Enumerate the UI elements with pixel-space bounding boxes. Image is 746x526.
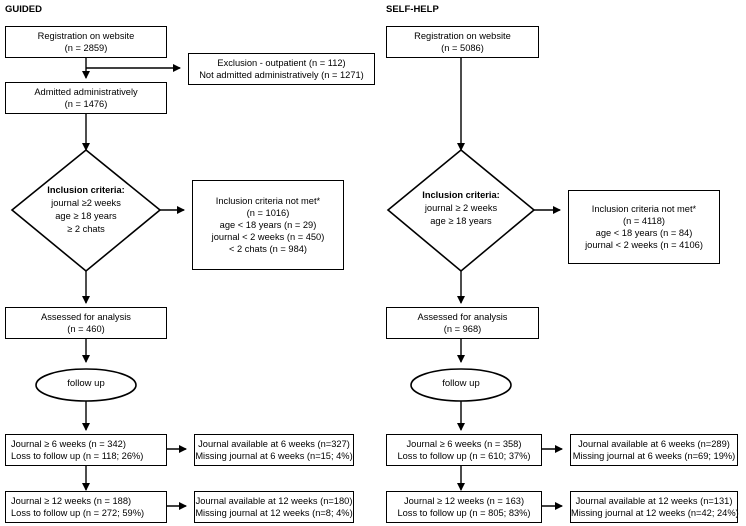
guided-inclusion-title: Inclusion criteria: (47, 185, 125, 195)
guided-assessed-count: (n = 460) (67, 324, 105, 334)
selfhelp-six-weeks-box: Journal ≥ 6 weeks (n = 358) Loss to foll… (386, 434, 542, 466)
guided-six-weeks-missing: Missing journal at 6 weeks (n=15; 4%) (195, 451, 353, 461)
selfhelp-twelve-weeks-available: Journal available at 12 weeks (n=131) (575, 496, 733, 506)
guided-six-weeks-box: Journal ≥ 6 weeks (n = 342) Loss to foll… (5, 434, 167, 466)
selfhelp-inclusion-journal: journal ≥ 2 weeks (424, 203, 498, 213)
selfhelp-inclusion-age: age ≥ 18 years (430, 216, 492, 226)
selfhelp-not-met-count: (n = 4118) (623, 216, 665, 226)
guided-exclusion-outpatient: Exclusion - outpatient (n = 112) (217, 58, 346, 68)
guided-six-weeks-loss: Loss to follow up (n = 118; 26%) (11, 451, 144, 461)
guided-admitted-label: Admitted administratively (34, 87, 138, 97)
guided-header: GUIDED (5, 4, 42, 15)
selfhelp-not-met-age: age < 18 years (n = 84) (595, 228, 693, 238)
guided-inclusion-age: age ≥ 18 years (55, 211, 117, 221)
guided-not-met-age: age < 18 years (n = 29) (219, 220, 317, 230)
guided-assessed-label: Assessed for analysis (41, 312, 131, 322)
selfhelp-not-met-journal: journal < 2 weeks (n = 4106) (585, 240, 703, 250)
selfhelp-inclusion-diamond (386, 148, 536, 273)
selfhelp-six-weeks-available: Journal available at 6 weeks (n=289) (578, 439, 730, 449)
guided-registration-count: (n = 2859) (64, 43, 108, 53)
selfhelp-twelve-weeks-avail-box: Journal available at 12 weeks (n=131) Mi… (570, 491, 739, 523)
selfhelp-six-weeks-journal: Journal ≥ 6 weeks (n = 358) (406, 439, 522, 449)
selfhelp-six-weeks-loss: Loss to follow up (n = 610; 37%) (397, 451, 531, 461)
selfhelp-registration-box: Registration on website (n = 5086) (386, 26, 539, 58)
selfhelp-not-met-box: Inclusion criteria not met* (n = 4118) a… (568, 190, 720, 264)
guided-six-weeks-available: Journal available at 6 weeks (n=327) (198, 439, 350, 449)
guided-registration-box: Registration on website (n = 2859) (5, 26, 167, 58)
guided-assessed-box: Assessed for analysis (n = 460) (5, 307, 167, 339)
selfhelp-registration-count: (n = 5086) (441, 43, 484, 53)
guided-registration-label: Registration on website (37, 31, 135, 41)
guided-not-met-box: Inclusion criteria not met* (n = 1016) a… (192, 180, 344, 270)
guided-admitted-box: Admitted administratively (n = 1476) (5, 82, 167, 114)
guided-follow-up-oval (35, 368, 137, 402)
selfhelp-assessed-count: (n = 968) (443, 324, 482, 334)
guided-inclusion-chats: ≥ 2 chats (67, 224, 105, 234)
guided-six-weeks-avail-box: Journal available at 6 weeks (n=327) Mis… (194, 434, 354, 466)
guided-twelve-weeks-available: Journal available at 12 weeks (n=180) (195, 496, 353, 506)
selfhelp-assessed-label: Assessed for analysis (417, 312, 508, 322)
guided-twelve-weeks-avail-box: Journal available at 12 weeks (n=180) Mi… (194, 491, 354, 523)
selfhelp-twelve-weeks-missing: Missing journal at 12 weeks (n=42; 24%) (571, 508, 739, 518)
selfhelp-not-met-title: Inclusion criteria not met* (591, 204, 697, 214)
guided-inclusion-journal: journal ≥2 weeks (51, 198, 121, 208)
guided-admitted-count: (n = 1476) (64, 99, 108, 109)
selfhelp-inclusion-title: Inclusion criteria: (422, 190, 500, 200)
selfhelp-six-weeks-avail-box: Journal available at 6 weeks (n=289) Mis… (570, 434, 738, 466)
selfhelp-follow-up-label: follow up (442, 378, 480, 389)
guided-follow-up-label: follow up (67, 378, 105, 389)
guided-exclusion-box: Exclusion - outpatient (n = 112) Not adm… (188, 53, 375, 85)
guided-twelve-weeks-missing: Missing journal at 12 weeks (n=8; 4%) (195, 508, 353, 518)
selfhelp-assessed-box: Assessed for analysis (n = 968) (386, 307, 539, 339)
selfhelp-twelve-weeks-journal: Journal ≥ 12 weeks (n = 163) (403, 496, 525, 506)
guided-exclusion-not-admitted: Not admitted administratively (n = 1271) (199, 70, 364, 80)
guided-inclusion-text: Inclusion criteria: journal ≥2 weeks age… (36, 184, 136, 236)
selfhelp-twelve-weeks-loss: Loss to follow up (n = 805; 83%) (397, 508, 531, 518)
selfhelp-registration-label: Registration on website (414, 31, 511, 41)
guided-not-met-title: Inclusion criteria not met* (215, 196, 321, 206)
selfhelp-inclusion-text: Inclusion criteria: journal ≥ 2 weeks ag… (411, 189, 511, 228)
guided-twelve-weeks-box: Journal ≥ 12 weeks (n = 188) Loss to fol… (5, 491, 167, 523)
guided-not-met-count: (n = 1016) (246, 208, 290, 218)
selfhelp-header: SELF-HELP (386, 4, 439, 15)
selfhelp-twelve-weeks-box: Journal ≥ 12 weeks (n = 163) Loss to fol… (386, 491, 542, 523)
guided-twelve-weeks-journal: Journal ≥ 12 weeks (n = 188) (11, 496, 132, 506)
guided-twelve-weeks-loss: Loss to follow up (n = 272; 59%) (11, 508, 145, 518)
guided-six-weeks-journal: Journal ≥ 6 weeks (n = 342) (11, 439, 126, 449)
guided-not-met-journal: journal < 2 weeks (n = 450) (211, 232, 325, 242)
guided-inclusion-diamond (10, 148, 162, 273)
guided-not-met-chats: < 2 chats (n = 984) (228, 244, 308, 254)
selfhelp-six-weeks-missing: Missing journal at 6 weeks (n=69; 19%) (572, 451, 736, 461)
selfhelp-follow-up-oval (410, 368, 512, 402)
